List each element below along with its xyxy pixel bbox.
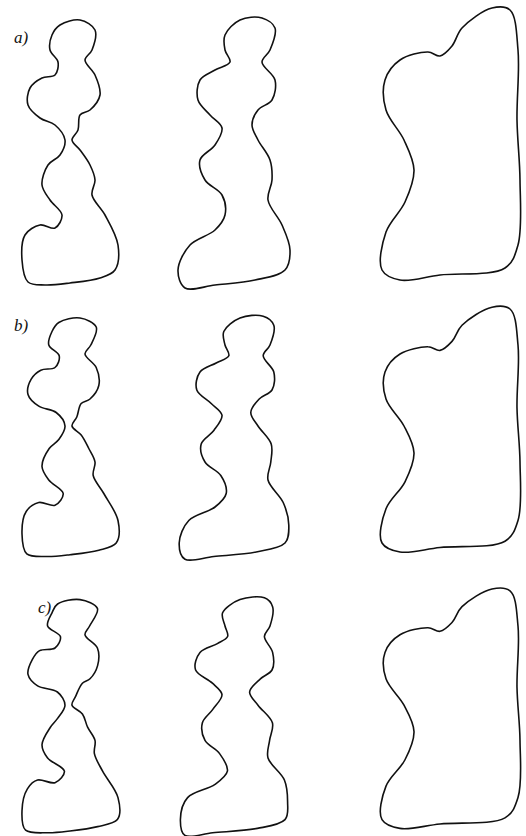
panel-label: c) [38, 598, 51, 617]
panel-label: b) [14, 316, 28, 335]
outline-shape [179, 315, 289, 560]
outline-shape [380, 306, 520, 552]
label-holder: c) [38, 598, 51, 618]
outline-shape [178, 17, 290, 289]
outline-shape [380, 7, 520, 281]
outline-shape [22, 599, 120, 832]
outline-shape [380, 588, 520, 829]
label-holder: b) [14, 316, 28, 336]
label-holder: a) [14, 28, 28, 48]
outline-row [22, 306, 521, 560]
outline-shape [22, 318, 119, 557]
outline-shape [22, 20, 119, 285]
outline-shape [180, 597, 287, 836]
outline-row [22, 7, 521, 289]
panel-label: a) [14, 28, 28, 47]
outline-row [22, 588, 521, 836]
